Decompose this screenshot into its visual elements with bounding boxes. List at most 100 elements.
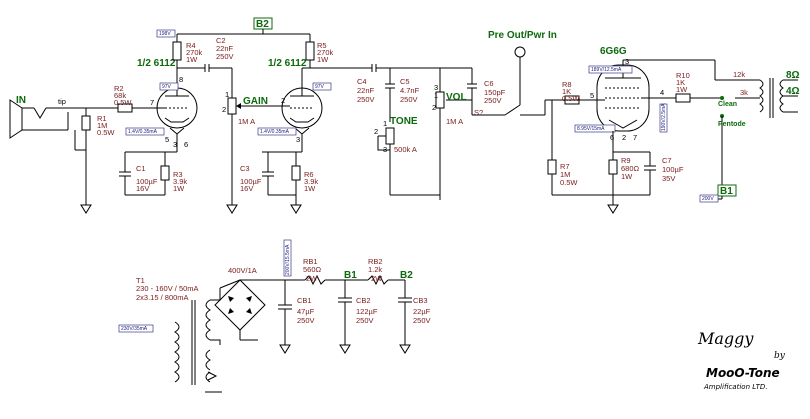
tube-1-plate-voltage: 97V — [162, 84, 172, 90]
brand-name: Maggy — [697, 329, 754, 348]
ground-symbol-5 — [279, 344, 291, 354]
r9 — [608, 152, 618, 195]
t1-primary: 230 - 160V / 50mA — [136, 284, 199, 293]
r5-name: R5 — [317, 41, 327, 50]
r8-watt: 0.5W — [562, 94, 580, 103]
cb1 — [278, 280, 292, 345]
c4-value: 22nF — [357, 86, 375, 95]
cb2-value: 122µF — [356, 307, 378, 316]
ground-symbol-7 — [399, 344, 411, 354]
rb1-watt: 2W — [306, 274, 318, 283]
tube-1-pin8: 8 — [179, 75, 183, 84]
r10-value: 1K — [676, 78, 685, 87]
tube-3-pin3: 3 — [625, 57, 629, 66]
tube-1-label: 1/2 6112 — [137, 58, 176, 69]
cb3-name: CB3 — [413, 296, 428, 305]
c3-volt: 16V — [240, 184, 253, 193]
c5-volt: 250V — [400, 95, 418, 104]
gain-label: GAIN — [243, 96, 268, 107]
r2-watt: 0.5W — [114, 98, 132, 107]
cb1-value: 47µF — [297, 307, 315, 316]
b2-label: B2 — [256, 19, 269, 30]
c3-name: C3 — [240, 164, 250, 173]
brand-logo: Maggy by MooO-Tone Amplification LTD. — [697, 329, 786, 391]
c3 — [262, 152, 274, 195]
tube-3-label: 6G6G — [600, 46, 627, 57]
cb2 — [338, 280, 352, 345]
c1 — [119, 152, 131, 195]
vol-pin3: 3 — [434, 83, 438, 92]
r9-name: R9 — [621, 156, 631, 165]
b1-supply-label: B1 — [344, 270, 357, 281]
b2-supply-label: B2 — [400, 270, 413, 281]
r4-value: 270k — [186, 48, 203, 57]
c2-volt: 250V — [216, 52, 234, 61]
pentode-label: Pentode — [718, 121, 746, 128]
r4 — [172, 34, 182, 68]
c5-name: C5 — [400, 77, 410, 86]
gain-pin2: 2 — [222, 105, 226, 114]
output-4ohm: 4Ω — [786, 86, 800, 97]
r5-value: 270k — [317, 48, 334, 57]
brand-company: MooO-Tone — [706, 366, 780, 380]
c6-value: 150pF — [484, 88, 506, 97]
r10-watt: 1W — [676, 85, 688, 94]
r6 — [291, 152, 301, 205]
r7-value: 1M — [560, 170, 570, 179]
t1-input-voltage: 230V/35mA — [121, 326, 148, 332]
r8-value: 1K — [562, 87, 571, 96]
tap-12k: 12k — [733, 70, 745, 79]
cb1-name: CB1 — [297, 296, 312, 305]
ground-symbol-2 — [226, 204, 238, 214]
tube-3-pin7: 7 — [633, 133, 637, 142]
vol-pin1: 1 — [434, 91, 438, 100]
r1 — [74, 108, 91, 205]
tube-2-pin3: 3 — [296, 135, 300, 144]
r6-name: R6 — [304, 170, 314, 179]
output-8ohm: 8Ω — [786, 70, 800, 81]
pre-out-switch — [504, 46, 545, 116]
tip-label: tip — [58, 97, 66, 106]
b2-rail-label — [253, 17, 273, 34]
tube-1-pin7: 7 — [150, 98, 154, 107]
t1-name: T1 — [136, 276, 145, 285]
c4-name: C4 — [357, 77, 367, 86]
tube-3-pin6: 6 — [610, 133, 614, 142]
c7-name: C7 — [662, 156, 672, 165]
b2-voltage-tag: 198V — [159, 31, 171, 37]
gain-value: 1M A — [238, 117, 255, 126]
r1-value: 1M — [97, 121, 107, 130]
tube-3-screen-tag: 190V/2.5mA — [659, 103, 668, 133]
c7 — [644, 152, 656, 195]
r1-name: R1 — [97, 114, 107, 123]
rb2-value: 1.2k — [368, 265, 382, 274]
tone-pin2: 2 — [374, 127, 378, 136]
c2-name: C2 — [216, 36, 226, 45]
switch-label: S? — [474, 108, 483, 117]
tube-3-cathode-voltage: 8.95V/15mA — [577, 126, 605, 132]
cb3-value: 22µF — [413, 307, 431, 316]
r10-name: R10 — [676, 71, 690, 80]
tone-pin3: 3 — [383, 145, 387, 154]
bridge-label: 400V/1A — [228, 266, 257, 275]
rb2-name: RB2 — [368, 257, 383, 266]
cb2-volt: 250V — [356, 316, 374, 325]
bridge-rectifier — [214, 279, 285, 341]
c6-volt: 250V — [484, 96, 502, 105]
c5 — [385, 68, 395, 122]
r2-name: R2 — [114, 84, 124, 93]
c4-volt: 250V — [357, 95, 375, 104]
r7-name: R7 — [560, 162, 570, 171]
pre-out-label: Pre Out/Pwr In — [488, 30, 557, 41]
r6-watt: 1W — [304, 184, 316, 193]
t1-secondary: 2x3.15 / 800mA — [136, 293, 189, 302]
tube-2-label: 1/2 6112 — [268, 58, 307, 69]
r7 — [547, 100, 557, 195]
cb3-volt: 250V — [413, 316, 431, 325]
cb1-volt: 250V — [297, 316, 315, 325]
c7-value: 100µF — [662, 165, 684, 174]
tube-3-pin5: 5 — [590, 91, 594, 100]
r2-value: 68k — [114, 91, 126, 100]
tone-label: TONE — [390, 116, 418, 127]
